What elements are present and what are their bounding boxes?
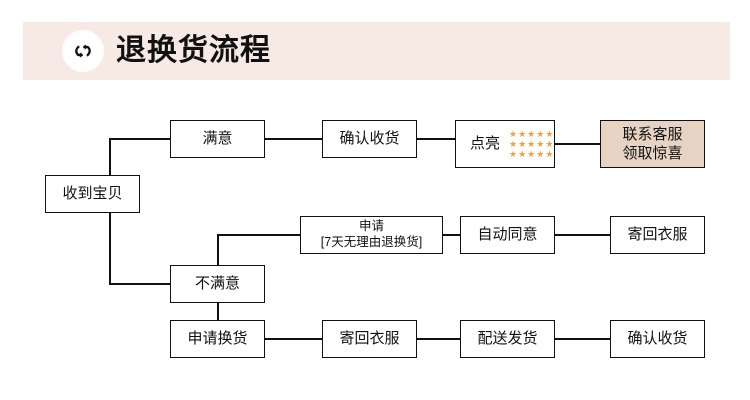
node-apply-exchange[interactable]: 申请换货 bbox=[170, 320, 265, 358]
node-confirm-receipt-label: 确认收货 bbox=[339, 130, 400, 148]
node-send-back-clothes-2[interactable]: 寄回衣服 bbox=[322, 320, 417, 358]
node-apply-return[interactable]: 申请 [7天无理由退换货] bbox=[300, 216, 443, 254]
star-row: ★★★★★ bbox=[509, 148, 554, 159]
node-confirm-receipt[interactable]: 确认收货 bbox=[322, 120, 417, 158]
star-icon: ★ bbox=[527, 128, 536, 139]
node-contact-service[interactable]: 联系客服 领取惊喜 bbox=[600, 120, 705, 168]
node-auto-approve[interactable]: 自动同意 bbox=[460, 216, 555, 254]
node-light-up-stars[interactable]: 点亮 ★★★★★ ★★★★★ ★★★★★ bbox=[455, 120, 555, 168]
star-icon: ★ bbox=[509, 148, 518, 159]
node-send-back-clothes-2-label: 寄回衣服 bbox=[339, 330, 400, 348]
star-icon: ★ bbox=[509, 138, 518, 149]
star-icon: ★ bbox=[518, 128, 527, 139]
node-send-back-clothes-1-label: 寄回衣服 bbox=[627, 226, 688, 244]
node-received[interactable]: 收到宝贝 bbox=[45, 175, 140, 213]
node-apply-return-label-line1: 申请 bbox=[358, 219, 384, 234]
star-icon: ★ bbox=[545, 128, 554, 139]
star-icon: ★ bbox=[527, 138, 536, 149]
star-icon: ★ bbox=[509, 128, 518, 139]
star-icon: ★ bbox=[545, 138, 554, 149]
star-icon: ★ bbox=[536, 138, 545, 149]
node-satisfied[interactable]: 满意 bbox=[170, 120, 265, 158]
star-icon: ★ bbox=[536, 128, 545, 139]
node-contact-service-label-line2: 领取惊喜 bbox=[622, 144, 683, 162]
edge-received-satisfied bbox=[109, 138, 170, 175]
node-received-label: 收到宝贝 bbox=[62, 185, 123, 203]
star-row: ★★★★★ bbox=[509, 138, 554, 149]
return-exchange-icon bbox=[62, 30, 104, 72]
node-ship-out[interactable]: 配送发货 bbox=[460, 320, 555, 358]
node-apply-return-label-line2: [7天无理由退换货] bbox=[320, 235, 423, 249]
node-light-up-stars-label: 点亮 bbox=[470, 135, 501, 153]
node-unsatisfied[interactable]: 不满意 bbox=[170, 265, 265, 303]
node-confirm-receipt-2[interactable]: 确认收货 bbox=[610, 320, 705, 358]
header-band bbox=[23, 22, 730, 80]
node-confirm-receipt-2-label: 确认收货 bbox=[627, 330, 688, 348]
star-icon: ★ bbox=[545, 148, 554, 159]
page-title: 退换货流程 bbox=[116, 34, 271, 67]
node-send-back-clothes-1[interactable]: 寄回衣服 bbox=[610, 216, 705, 254]
node-auto-approve-label: 自动同意 bbox=[477, 226, 538, 244]
node-satisfied-label: 满意 bbox=[202, 130, 233, 148]
node-contact-service-label-line1: 联系客服 bbox=[622, 126, 683, 144]
star-icon: ★ bbox=[527, 148, 536, 159]
node-ship-out-label: 配送发货 bbox=[477, 330, 538, 348]
edge-unsatisfied-apply-return bbox=[217, 234, 300, 265]
star-row: ★★★★★ bbox=[509, 128, 554, 139]
node-apply-exchange-label: 申请换货 bbox=[187, 330, 248, 348]
edge-received-unsatisfied bbox=[109, 213, 170, 285]
node-unsatisfied-label: 不满意 bbox=[194, 275, 240, 293]
star-rating-icons: ★★★★★ ★★★★★ ★★★★★ bbox=[509, 128, 554, 159]
star-icon: ★ bbox=[518, 138, 527, 149]
star-icon: ★ bbox=[536, 148, 545, 159]
star-icon: ★ bbox=[518, 148, 527, 159]
